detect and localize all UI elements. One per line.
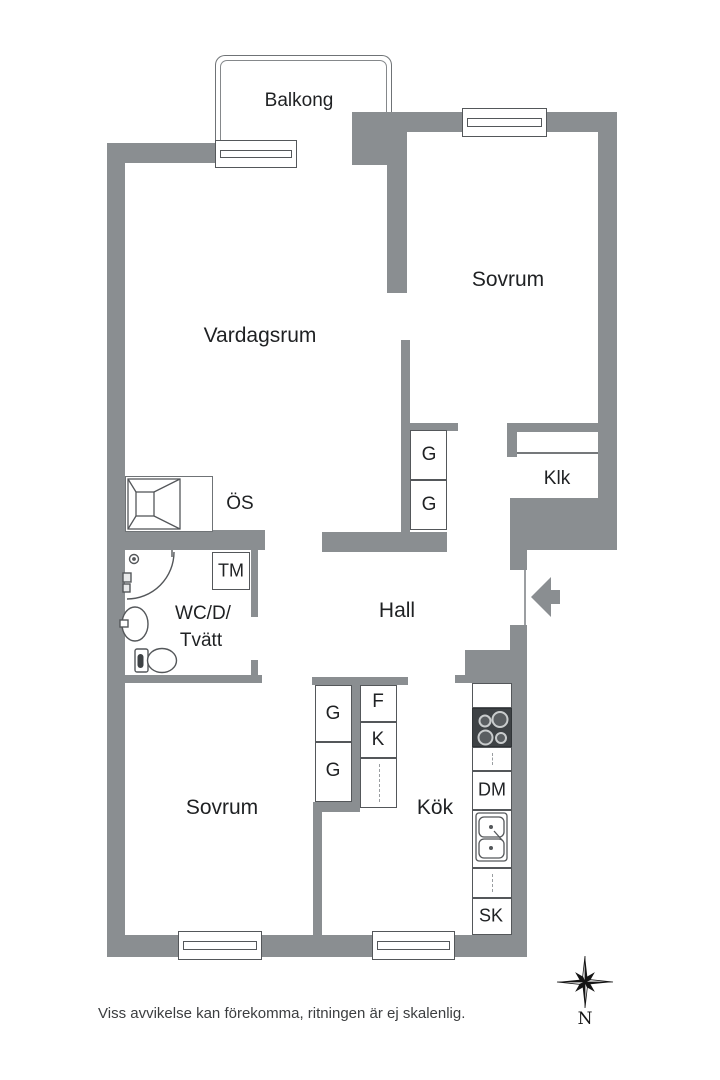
- wall-bedroom-bottom-bar: [408, 423, 458, 431]
- wall-klk-bottom-entry-mass: [510, 498, 598, 550]
- window-kitchen: [372, 931, 455, 960]
- wardrobe-bedroom-bottom: [315, 742, 352, 802]
- wall-bottom-exterior: [107, 935, 527, 957]
- kitchen-counter: [472, 747, 512, 771]
- stove: [472, 708, 512, 747]
- window-pane: [183, 941, 257, 950]
- washing-machine-label: TM: [218, 560, 244, 581]
- wall-wc-bottom: [125, 675, 262, 683]
- kitchen-counter: [472, 868, 512, 898]
- wardrobe-hall-top: [410, 430, 447, 480]
- room-label-klk: Klk: [543, 468, 571, 489]
- wall-klk-left-stub: [507, 432, 517, 457]
- wall-kitchen-top-notch: [455, 675, 465, 683]
- wall-entry-above-door: [510, 550, 527, 570]
- kitchen-counter-fk: [360, 758, 397, 808]
- freezer-label: F: [372, 691, 384, 712]
- room-label-wc-line1: WC/D/: [175, 603, 231, 624]
- sink-cabinet: [472, 810, 512, 868]
- fridge-cabinet: [360, 722, 397, 758]
- wall-top-bedroom-left: [402, 112, 462, 132]
- room-label-hall: Hall: [378, 599, 416, 622]
- wall-wc-top: [107, 530, 265, 550]
- wardrobe-bedroom-top: [315, 685, 352, 742]
- wardrobe-label: G: [421, 444, 437, 465]
- fireplace-enclosure: [125, 476, 213, 532]
- window-bedroom-right: [462, 108, 547, 137]
- counter-dash-line: [378, 764, 380, 802]
- wall-klk-top: [507, 423, 598, 432]
- balcony-outline: [215, 55, 392, 143]
- wall-kitchen-top-mass: [465, 650, 527, 683]
- dishwasher-label: DM: [478, 779, 506, 800]
- window-bedroom-left: [178, 931, 262, 960]
- wall-left-exterior: [107, 143, 125, 957]
- disclaimer-note: Viss avvikelse kan förekomma, ritningen …: [98, 1005, 466, 1022]
- klk-shelf-line: [517, 452, 598, 454]
- window-pane: [377, 941, 450, 950]
- fireplace-label: ÖS: [226, 493, 254, 514]
- balcony-inner-outline: [220, 60, 387, 143]
- shower-icon: [122, 550, 175, 600]
- window-livingroom: [215, 140, 297, 168]
- kitchen-counter-top: [472, 683, 512, 708]
- toilet-icon: [134, 647, 178, 674]
- counter-dash-line: [492, 874, 493, 892]
- wall-right-exterior-lower: [510, 625, 527, 957]
- wall-wc-right: [251, 550, 258, 617]
- tall-cabinet: [472, 898, 512, 935]
- room-label-balkong: Balkong: [264, 90, 334, 111]
- wardrobe-label: G: [325, 760, 341, 781]
- wall-closet-top-bar: [312, 677, 408, 685]
- washing-machine: [212, 552, 250, 590]
- window-pane: [467, 118, 542, 127]
- room-label-kok: Kök: [416, 796, 454, 819]
- wall-closet-bottom-l: [313, 802, 360, 812]
- wardrobe-label: G: [325, 703, 341, 724]
- freezer-cabinet: [360, 685, 397, 722]
- compass-rose-icon: [556, 955, 614, 1009]
- wardrobe-label: G: [421, 494, 437, 515]
- wall-living-bedroom-upper: [387, 130, 407, 293]
- entrance-arrow-icon: [531, 577, 560, 617]
- room-label-sovrum-right: Sovrum: [471, 268, 545, 291]
- wall-bedroom-kitchen: [313, 812, 322, 935]
- wall-wc-right-stub: [251, 660, 258, 675]
- window-pane: [220, 150, 292, 158]
- wall-living-hall-thin: [401, 340, 410, 532]
- wall-closet-middle: [352, 685, 360, 807]
- compass-north-label: N: [577, 1009, 593, 1029]
- cabinet-label: SK: [478, 905, 504, 926]
- fridge-label: K: [371, 729, 385, 750]
- counter-dash-line: [492, 753, 493, 765]
- room-label-vardagsrum: Vardagsrum: [203, 324, 317, 347]
- wardrobe-hall-bottom: [410, 480, 447, 530]
- wall-hall-top-bar: [322, 532, 447, 552]
- entry-door-threshold: [524, 570, 526, 625]
- room-label-sovrum-left: Sovrum: [185, 796, 259, 819]
- dishwasher: [472, 771, 512, 810]
- wall-right-exterior-upper: [598, 112, 617, 550]
- wall-top-livingroom: [107, 143, 217, 163]
- room-label-wc-line2: Tvätt: [179, 630, 223, 651]
